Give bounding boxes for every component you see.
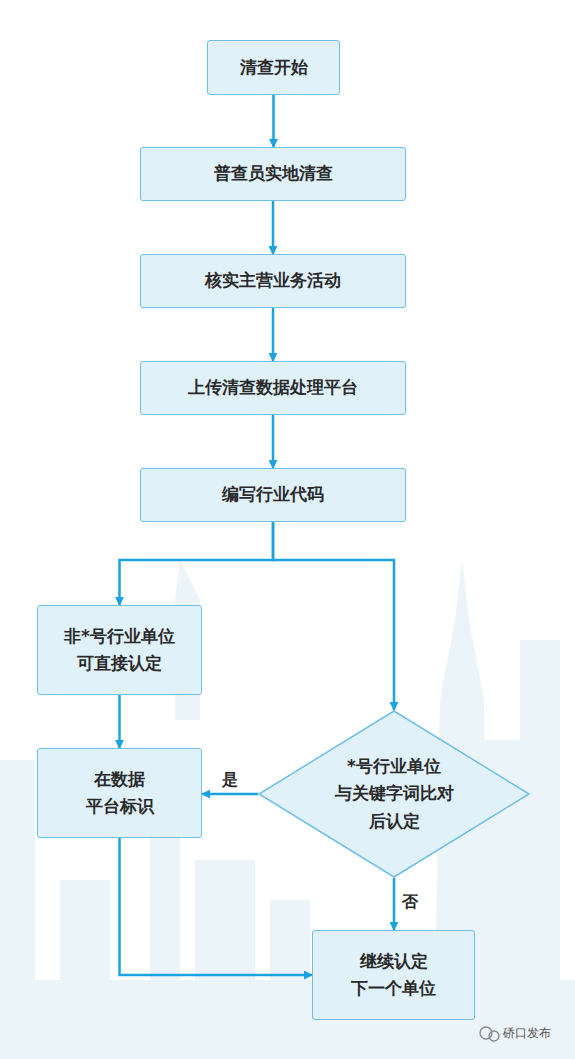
node-text: 清查开始	[240, 54, 308, 81]
process-box: 核实主营业务活动	[140, 254, 406, 308]
decision-diamond: *号行业单位 与关键字词比对 后认定	[258, 710, 530, 878]
node-text: 编写行业代码	[222, 481, 324, 508]
flow-arrow	[120, 522, 274, 605]
node-text: 上传清查数据处理平台	[188, 374, 358, 401]
flow-arrow	[273, 522, 394, 710]
edge-label: 是	[222, 770, 238, 791]
flow-arrow	[393, 878, 396, 930]
node-text: 继续认定 下一个单位	[321, 948, 466, 1002]
flow-arrow	[120, 838, 313, 975]
flow-arrow	[272, 201, 275, 254]
node-text: 普查员实地清查	[214, 160, 333, 187]
process-box: 非*号行业单位 可直接认定	[37, 605, 202, 695]
process-box: 上传清查数据处理平台	[140, 361, 406, 415]
node-text: 核实主营业务活动	[205, 267, 341, 294]
flow-arrow	[118, 695, 121, 748]
diamond-shape	[259, 711, 529, 877]
watermark-icon	[480, 1027, 499, 1041]
flow-arrow	[272, 415, 275, 468]
edge-label: 否	[402, 892, 418, 913]
watermark-text: 硚口发布	[503, 1025, 551, 1042]
node-text: 在数据 平台标识	[75, 766, 165, 820]
flow-arrow	[202, 793, 258, 796]
node-text: *号行业单位 与关键字词比对 后认定	[329, 753, 459, 835]
start-box: 清查开始	[207, 40, 340, 95]
process-box: 编写行业代码	[140, 468, 406, 522]
node-text: 非*号行业单位 可直接认定	[47, 623, 192, 677]
end-box: 继续认定 下一个单位	[312, 930, 475, 1020]
flow-arrow	[272, 95, 275, 147]
process-box: 在数据 平台标识	[37, 748, 202, 838]
flow-arrow	[272, 308, 275, 361]
process-box: 普查员实地清查	[140, 147, 406, 201]
